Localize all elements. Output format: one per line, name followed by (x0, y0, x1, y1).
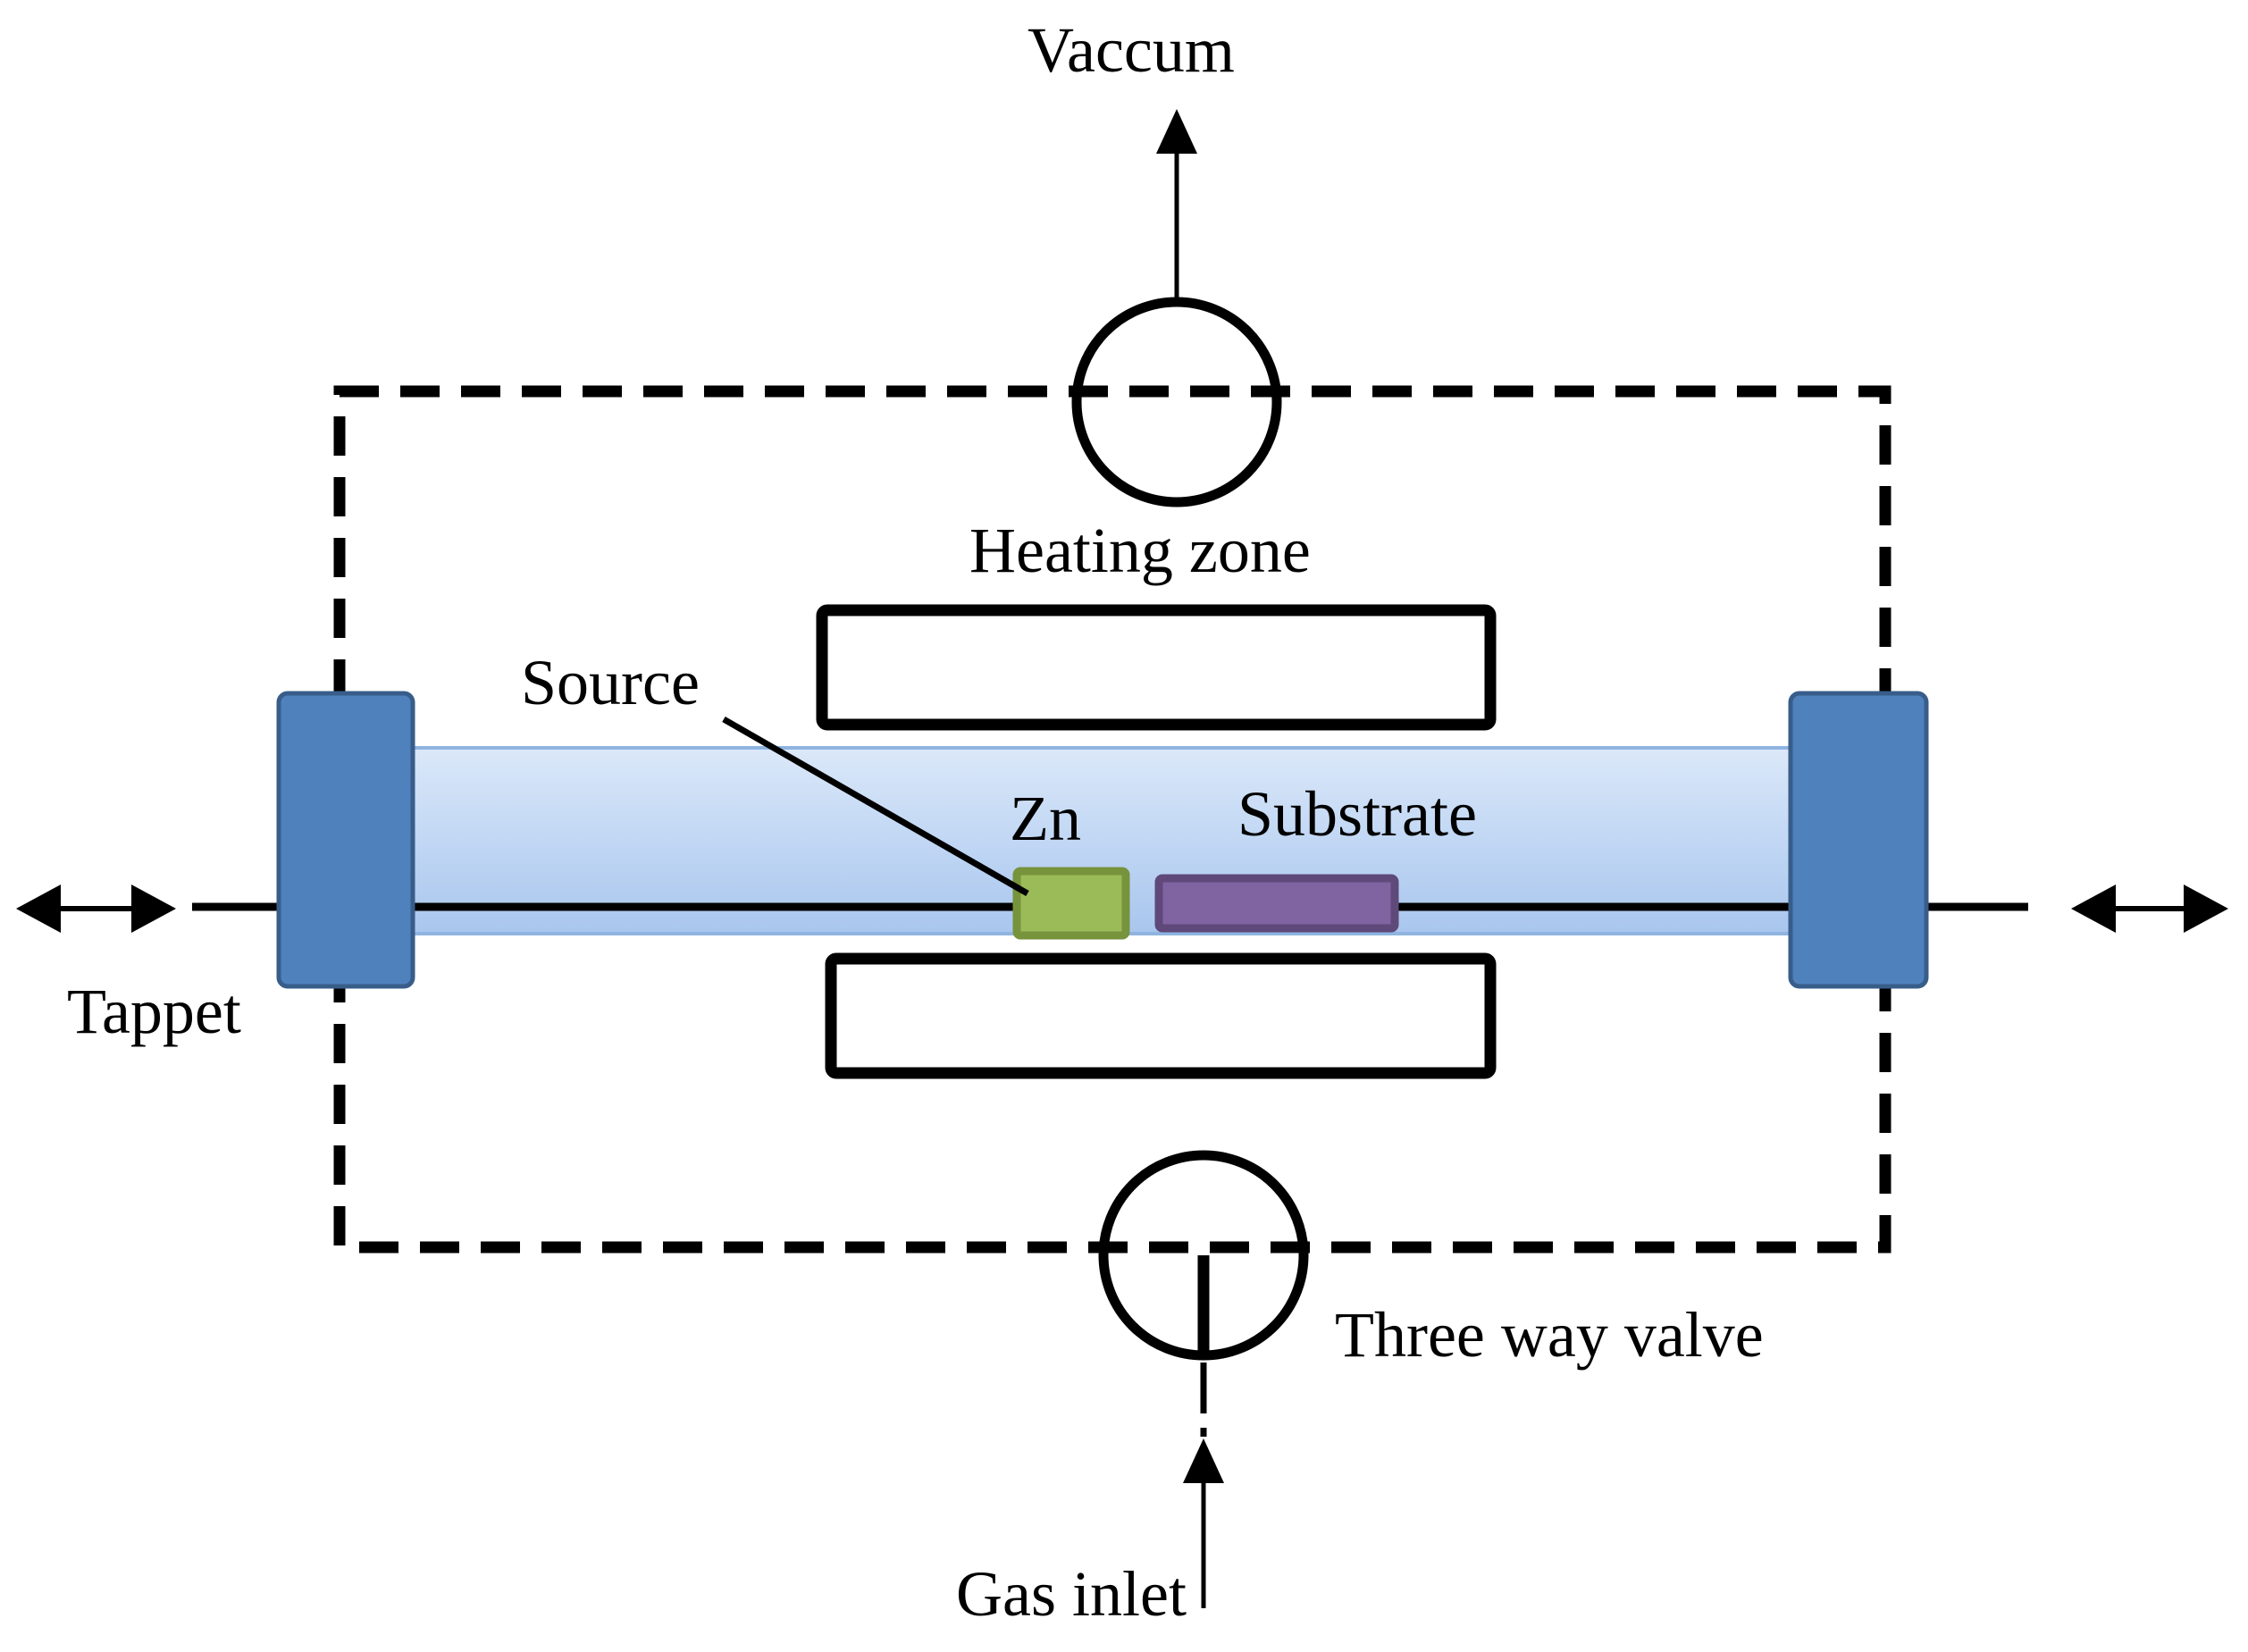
zn-label: Zn (1010, 783, 1081, 854)
vacuum-valve-icon (1071, 297, 1282, 507)
tappet-label: Tappet (67, 976, 241, 1047)
source-label: Source (521, 647, 700, 718)
heater-block-top (816, 604, 1497, 731)
vacuum-label: Vaccum (1028, 14, 1235, 86)
vacuum-arrowhead-icon (1156, 109, 1197, 154)
three-way-valve-label: Three way valve (1335, 1299, 1764, 1371)
gas-inlet-label: Gas inlet (956, 1558, 1187, 1630)
heater-block-bottom (825, 952, 1497, 1079)
right-push-pull-arrow-icon (2071, 885, 2228, 933)
end-cap-left (276, 691, 415, 989)
zn-source-boat (1012, 867, 1130, 940)
heating-zone-label: Heating zone (969, 515, 1311, 586)
left-push-pull-arrow-icon (16, 885, 176, 933)
substrate-plate (1154, 874, 1399, 933)
end-cap-right (1788, 691, 1929, 989)
substrate-label: Substrate (1237, 778, 1477, 850)
gas-inlet-arrow-icon (1183, 1363, 1224, 1608)
source-leader-line (722, 716, 1029, 897)
